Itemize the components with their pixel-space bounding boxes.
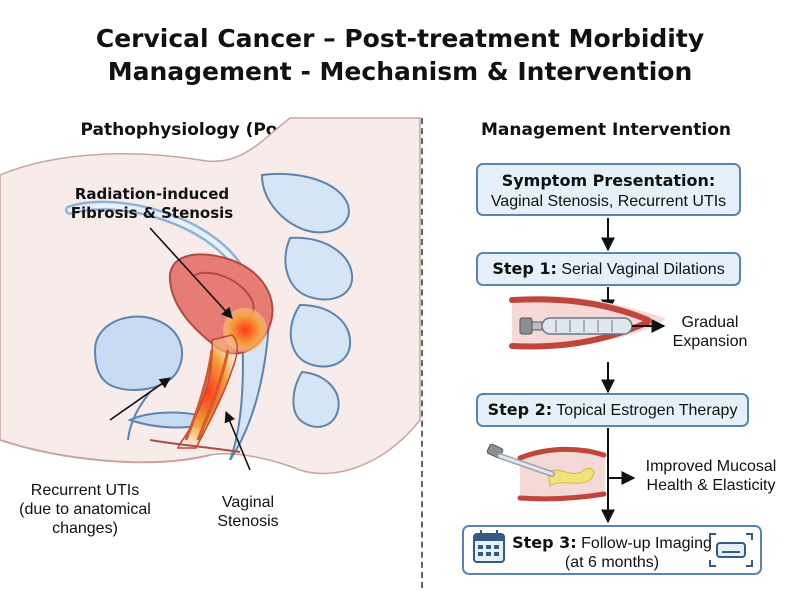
scanner-icon bbox=[709, 533, 753, 567]
spine-illustration bbox=[229, 172, 354, 461]
step-2-box: Step 2: Topical Estrogen Therapy bbox=[476, 393, 749, 427]
vaginal-stenosis-label: Vaginal Stenosis bbox=[217, 494, 279, 530]
improved-mucosal-health-label: Improved Mucosal Health & Elasticity bbox=[645, 458, 777, 494]
page-title: Cervical Cancer – Post-treatment Morbidi… bbox=[95, 24, 705, 86]
applicator-icon bbox=[486, 443, 555, 477]
management-heading: Management Intervention bbox=[481, 120, 731, 140]
fibrosis-label: Radiation-induced Fibrosis & Stenosis bbox=[70, 185, 234, 222]
step-3-box: Step 3: Follow-up Imaging (at 6 months) bbox=[462, 525, 762, 575]
stenosis-arrow bbox=[224, 410, 251, 471]
recurrent-utis-label: Recurrent UTIs (due to anatomical change… bbox=[19, 482, 151, 537]
vaginal-canal-illustration bbox=[176, 334, 238, 449]
pelvic-anatomy-illustration bbox=[0, 117, 421, 475]
fibrosis-arrow bbox=[149, 227, 233, 319]
uti-arrow bbox=[109, 377, 171, 421]
dilator-icon bbox=[519, 317, 633, 335]
step-1-box: Step 1: Serial Vaginal Dilations bbox=[476, 252, 741, 286]
gradual-expansion-label: Gradual Expansion bbox=[672, 314, 748, 350]
section-divider bbox=[421, 118, 423, 588]
estrogen-applicator-illustration bbox=[486, 443, 607, 502]
bladder-illustration bbox=[93, 315, 183, 441]
symptom-presentation-box: Symptom Presentation: Vaginal Stenosis, … bbox=[476, 163, 741, 216]
dilator-illustration bbox=[509, 296, 666, 350]
calendar-icon bbox=[473, 530, 505, 563]
